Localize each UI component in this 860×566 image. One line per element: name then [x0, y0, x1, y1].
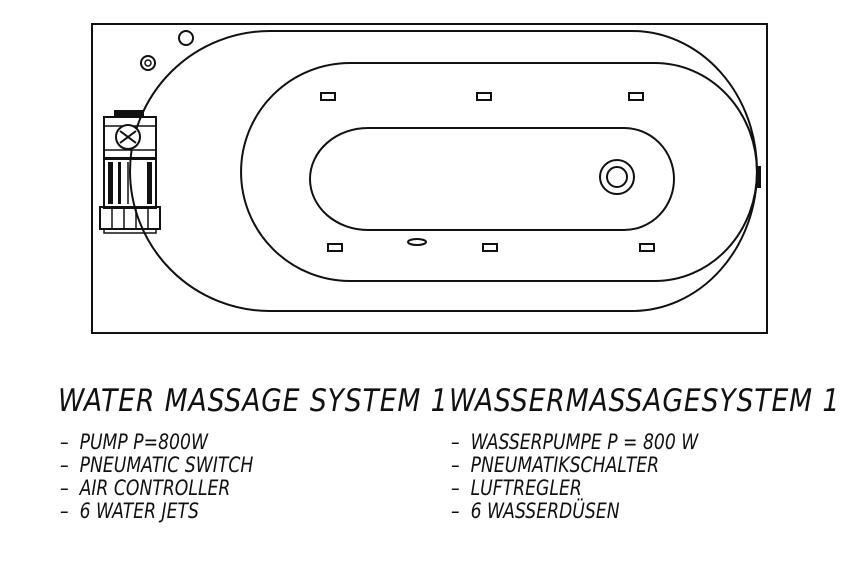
- spec-item: WASSERPUMPE P = 800 W: [451, 431, 699, 454]
- spec-item: LUFTREGLER: [451, 477, 698, 500]
- spec-item: PNEUMATIKSCHALTER: [451, 454, 698, 477]
- spec-item: PNEUMATIC SWITCH: [60, 454, 254, 477]
- water-jet-icon: [482, 243, 498, 252]
- drain-icon: [599, 159, 635, 195]
- spec-item: PUMP P=800W: [60, 431, 253, 454]
- side-fitting-icon: [756, 166, 761, 188]
- pneumatic-switch-icon: [407, 238, 427, 246]
- tub-middle-contour: [240, 62, 758, 282]
- spec-item: AIR CONTROLLER: [60, 477, 253, 500]
- spec-item: 6 WASSERDÜSEN: [451, 500, 698, 523]
- air-controller-knob-icon: [140, 55, 156, 71]
- water-jet-icon: [639, 243, 655, 252]
- water-jet-icon: [476, 92, 492, 101]
- tub-outer-basin: [129, 30, 758, 312]
- title-german: WASSERMASSAGESYSTEM 1: [449, 383, 841, 419]
- tub-outer-rim: [91, 23, 768, 334]
- water-jet-icon: [327, 243, 343, 252]
- water-jet-icon: [320, 92, 336, 101]
- tub-inner-floor: [309, 127, 675, 231]
- pump-icon: [99, 110, 161, 234]
- title-english: WATER MASSAGE SYSTEM 1: [58, 383, 449, 419]
- spec-list-german: WASSERPUMPE P = 800 W PNEUMATIKSCHALTER …: [451, 431, 699, 523]
- spec-list-english: PUMP P=800W PNEUMATIC SWITCH AIR CONTROL…: [60, 431, 254, 523]
- overflow-hole-icon: [178, 30, 194, 46]
- spec-item: 6 WATER JETS: [60, 500, 253, 523]
- water-jet-icon: [628, 92, 644, 101]
